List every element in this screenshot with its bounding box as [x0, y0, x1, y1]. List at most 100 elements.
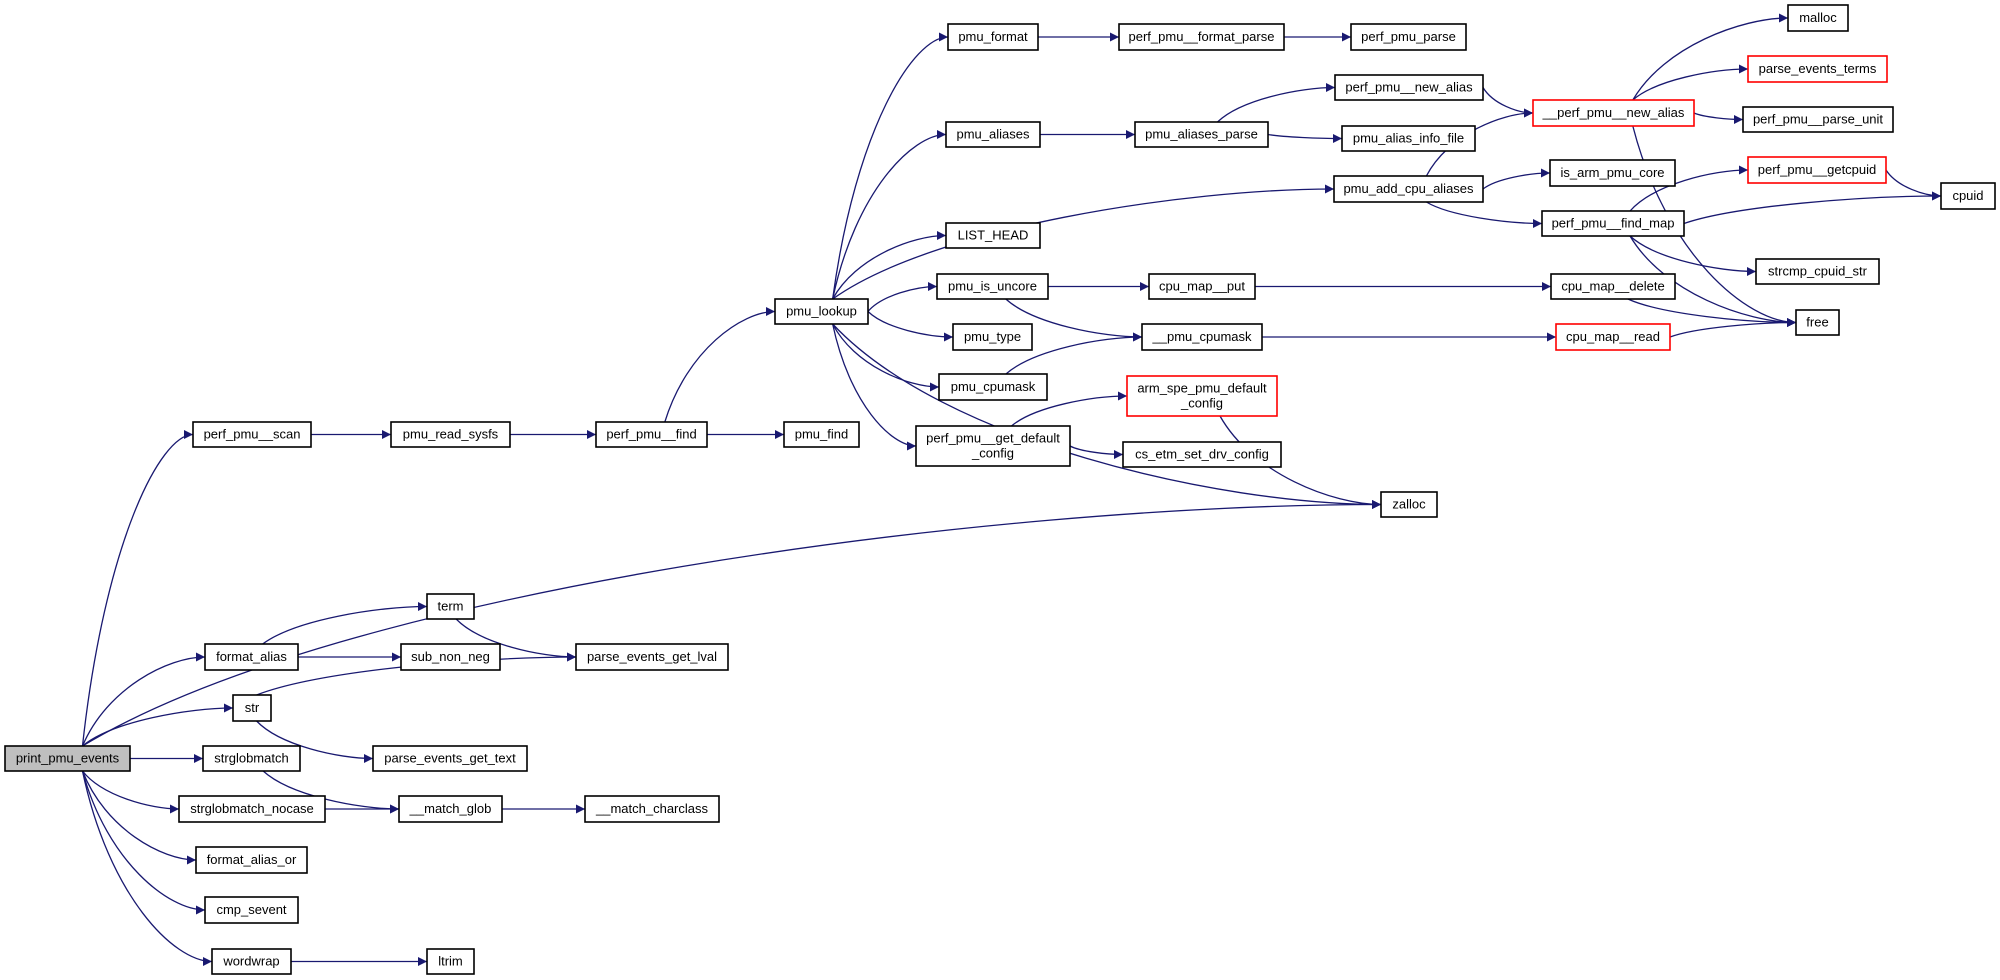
edge-pmu_is_uncore-to-__pmu_cpumask: [1005, 298, 1143, 342]
node-label: pmu_cpumask: [951, 379, 1036, 394]
node-box: [1134, 121, 1269, 148]
node-format_alias_or[interactable]: format_alias_or: [195, 846, 308, 874]
node-cpu_map__read[interactable]: cpu_map__read: [1555, 323, 1671, 351]
node-parse_events_get_text[interactable]: parse_events_get_text: [372, 745, 528, 772]
node-parse_events_terms[interactable]: parse_events_terms: [1747, 55, 1888, 83]
node-cpuid[interactable]: cpuid: [1940, 182, 1996, 210]
edge-print_pmu_events-to-wordwrap: [81, 770, 213, 966]
node-__pmu_cpumask[interactable]: __pmu_cpumask: [1141, 323, 1263, 351]
node-box: [178, 795, 326, 823]
node-box: [1341, 125, 1476, 152]
node-perf_pmu__scan[interactable]: perf_pmu__scan: [192, 421, 312, 448]
node-pmu_find[interactable]: pmu_find: [783, 421, 860, 448]
node-parse_events_get_lval[interactable]: parse_events_get_lval: [575, 643, 729, 671]
node-pmu_aliases_parse[interactable]: pmu_aliases_parse: [1134, 121, 1269, 148]
node-box: [1742, 106, 1894, 133]
node-perf_pmu__format_parse[interactable]: perf_pmu__format_parse: [1118, 23, 1285, 51]
edge-arm_spe_pmu_default_config-to-zalloc: [1219, 415, 1382, 509]
node-__perf_pmu__new_alias[interactable]: __perf_pmu__new_alias: [1532, 99, 1695, 127]
node-label: _config: [971, 446, 1014, 461]
node-print_pmu_events[interactable]: print_pmu_events: [4, 745, 131, 772]
node-pmu_alias_info_file[interactable]: pmu_alias_info_file: [1341, 125, 1476, 152]
node-label: __match_glob: [409, 801, 492, 816]
node-box: [1549, 159, 1676, 187]
edge-pmu_lookup-to-pmu_type: [867, 311, 954, 342]
node-perf_pmu__get_default_config[interactable]: perf_pmu__get_default_config: [915, 425, 1071, 467]
node-label: print_pmu_events: [16, 751, 120, 766]
node-__match_glob[interactable]: __match_glob: [398, 795, 503, 823]
node-ltrim[interactable]: ltrim: [426, 948, 475, 975]
node-label: pmu_type: [964, 329, 1021, 344]
node-cpu_map__put[interactable]: cpu_map__put: [1148, 273, 1256, 300]
node-__match_charclass[interactable]: __match_charclass: [584, 795, 720, 823]
node-pmu_add_cpu_aliases[interactable]: pmu_add_cpu_aliases: [1333, 175, 1484, 203]
node-label: __pmu_cpumask: [1152, 329, 1252, 344]
node-strglobmatch_nocase[interactable]: strglobmatch_nocase: [178, 795, 326, 823]
node-label: is_arm_pmu_core: [1560, 165, 1664, 180]
node-cs_etm_set_drv_config[interactable]: cs_etm_set_drv_config: [1122, 441, 1282, 468]
node-strcmp_cpuid_str[interactable]: strcmp_cpuid_str: [1755, 258, 1880, 285]
node-label: __match_charclass: [595, 801, 708, 816]
node-sub_non_neg[interactable]: sub_non_neg: [400, 643, 501, 671]
node-label: perf_pmu__parse_unit: [1753, 112, 1883, 127]
node-box: [398, 795, 503, 823]
node-is_arm_pmu_core[interactable]: is_arm_pmu_core: [1549, 159, 1676, 187]
node-label: __perf_pmu__new_alias: [1542, 105, 1685, 120]
node-box: [1141, 323, 1263, 351]
node-strglobmatch[interactable]: strglobmatch: [202, 745, 301, 772]
node-perf_pmu_parse[interactable]: perf_pmu_parse: [1350, 23, 1467, 51]
node-box: [1350, 23, 1467, 51]
node-pmu_type[interactable]: pmu_type: [952, 323, 1033, 351]
node-format_alias[interactable]: format_alias: [204, 643, 299, 671]
node-label: wordwrap: [222, 954, 279, 969]
node-LIST_HEAD[interactable]: LIST_HEAD: [945, 222, 1041, 249]
node-pmu_cpumask[interactable]: pmu_cpumask: [938, 373, 1048, 401]
node-pmu_lookup[interactable]: pmu_lookup: [774, 298, 869, 325]
edge-pmu_aliases_parse-to-perf_pmu__new_alias: [1217, 83, 1336, 123]
node-perf_pmu__parse_unit[interactable]: perf_pmu__parse_unit: [1742, 106, 1894, 133]
node-box: [192, 421, 312, 448]
node-malloc[interactable]: malloc: [1787, 4, 1849, 32]
node-cmp_sevent[interactable]: cmp_sevent: [204, 896, 299, 924]
edge-cpu_map__delete-to-free: [1627, 298, 1797, 327]
node-box: [1755, 258, 1880, 285]
node-box: [1333, 175, 1484, 203]
node-box: [372, 745, 528, 772]
node-pmu_read_sysfs[interactable]: pmu_read_sysfs: [390, 421, 511, 448]
node-str[interactable]: str: [232, 694, 272, 722]
node-pmu_format[interactable]: pmu_format: [947, 23, 1039, 51]
node-box: [426, 948, 475, 975]
node-box: [936, 273, 1049, 300]
node-label: ltrim: [438, 954, 463, 969]
node-perf_pmu__getcpuid[interactable]: perf_pmu__getcpuid: [1747, 156, 1887, 184]
edge-perf_pmu__get_default_config-to-arm_spe_pmu_default_config: [1011, 391, 1128, 427]
node-perf_pmu__find[interactable]: perf_pmu__find: [595, 421, 708, 448]
node-box: [1118, 23, 1285, 51]
node-label: cs_etm_set_drv_config: [1135, 447, 1269, 462]
node-box: [952, 323, 1033, 351]
node-pmu_aliases[interactable]: pmu_aliases: [945, 121, 1041, 148]
node-label: malloc: [1799, 10, 1837, 25]
node-wordwrap[interactable]: wordwrap: [211, 948, 292, 975]
node-term[interactable]: term: [426, 593, 475, 620]
node-free[interactable]: free: [1795, 309, 1840, 336]
node-label: parse_events_get_text: [384, 751, 516, 766]
node-zalloc[interactable]: zalloc: [1380, 491, 1438, 518]
node-label: pmu_aliases_parse: [1145, 127, 1258, 142]
node-perf_pmu__new_alias[interactable]: perf_pmu__new_alias: [1334, 74, 1484, 101]
edge-pmu_lookup-to-pmu_cpumask: [832, 323, 940, 392]
node-box: [426, 593, 475, 620]
node-pmu_is_uncore[interactable]: pmu_is_uncore: [936, 273, 1049, 300]
edge-pmu_add_cpu_aliases-to-is_arm_pmu_core: [1482, 168, 1551, 190]
edge-print_pmu_events-to-format_alias_or: [81, 770, 197, 865]
node-label: strglobmatch_nocase: [190, 801, 314, 816]
node-box: [945, 222, 1041, 249]
node-perf_pmu__find_map[interactable]: perf_pmu__find_map: [1541, 210, 1685, 237]
edge-pmu_lookup-to-pmu_add_cpu_aliases: [832, 184, 1335, 300]
node-arm_spe_pmu_default_config[interactable]: arm_spe_pmu_default_config: [1126, 375, 1278, 417]
node-box: [202, 745, 301, 772]
node-label: pmu_alias_info_file: [1353, 131, 1464, 146]
edge-perf_pmu__find_map-to-perf_pmu__getcpuid: [1629, 165, 1749, 212]
node-cpu_map__delete[interactable]: cpu_map__delete: [1550, 273, 1676, 300]
edge-print_pmu_events-to-format_alias: [81, 652, 206, 747]
